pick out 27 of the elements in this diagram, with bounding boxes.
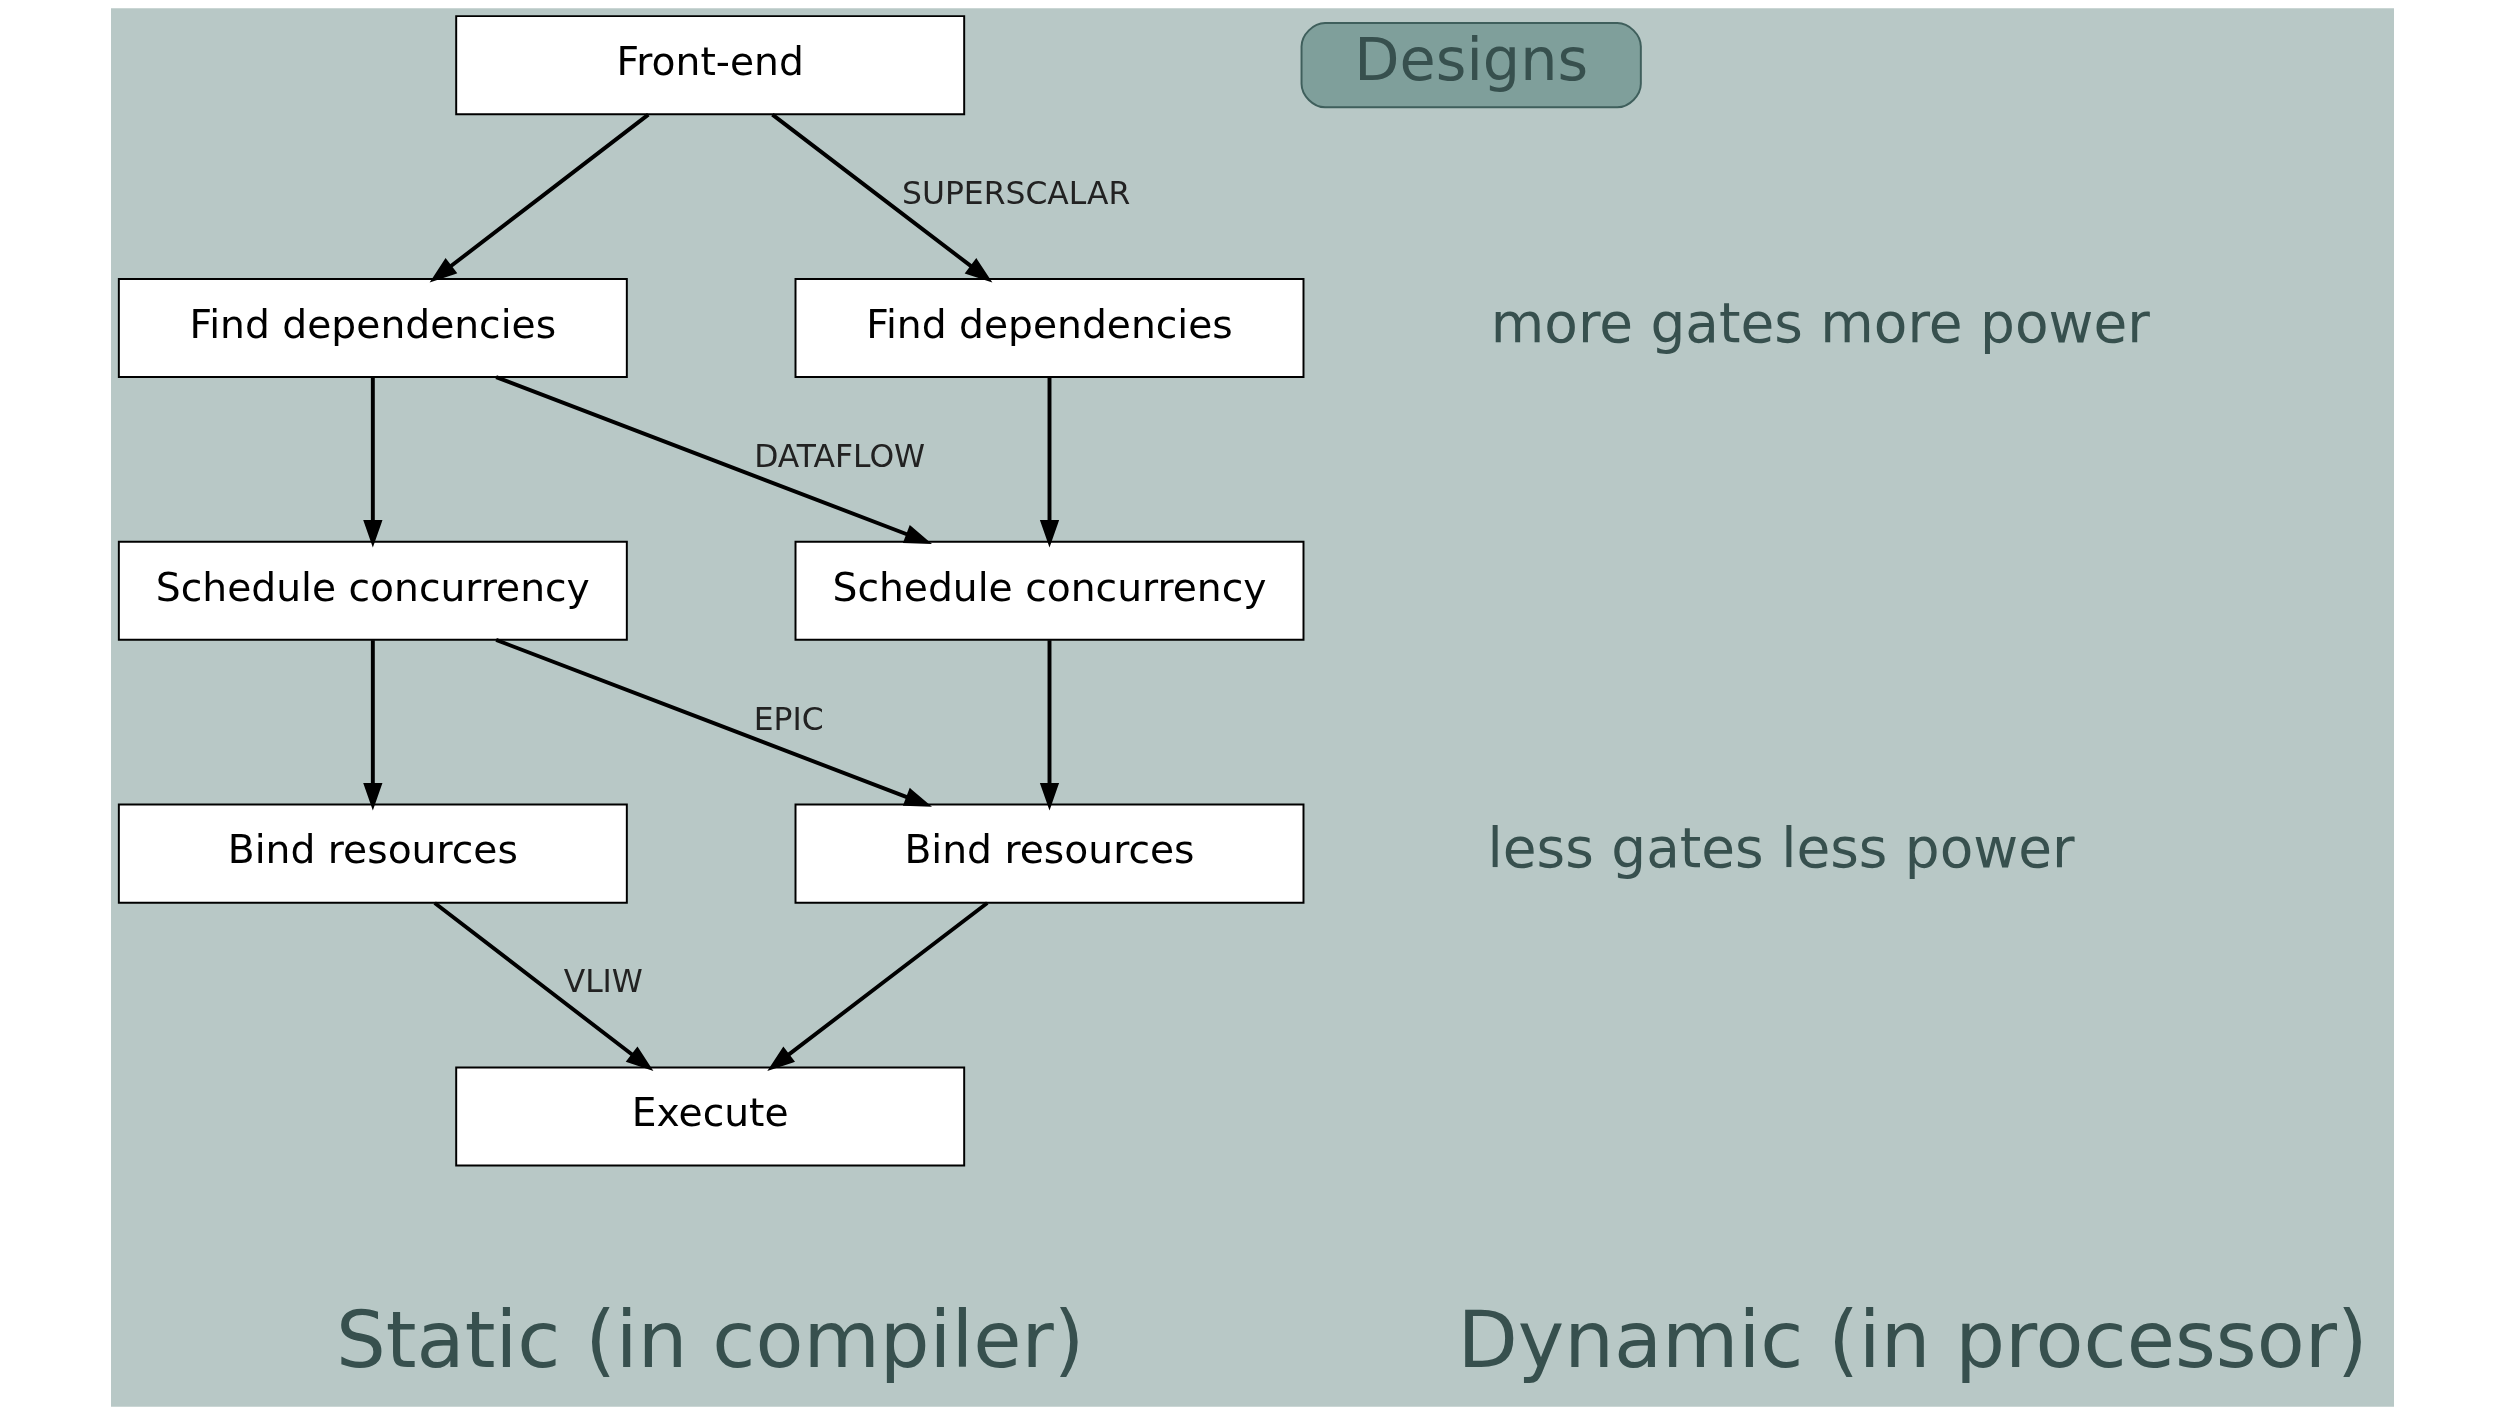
edge-label: SUPERSCALAR xyxy=(901,175,1130,212)
edge-label: VLIW xyxy=(563,963,643,1000)
label: less gates less power xyxy=(1487,816,2075,881)
node-box: Find dependencies xyxy=(117,277,628,378)
arrow xyxy=(766,901,988,1071)
arrow xyxy=(494,638,932,807)
node-box: Execute xyxy=(454,1066,965,1167)
arrow xyxy=(429,113,649,283)
arrow xyxy=(494,375,932,544)
node-box: Front-end xyxy=(454,15,965,116)
arrow xyxy=(1039,640,1059,811)
node-box: Find dependencies xyxy=(794,277,1304,378)
node-box: Schedule concurrency xyxy=(117,540,628,641)
node-box: Schedule concurrency xyxy=(794,540,1304,641)
node-box: Designs xyxy=(1300,22,1642,109)
arrow xyxy=(433,901,653,1071)
arrow xyxy=(770,113,992,283)
arrow xyxy=(1039,377,1059,548)
arrow xyxy=(362,640,382,811)
node-box: Bind resources xyxy=(794,803,1304,904)
label: more gates more power xyxy=(1490,290,2150,355)
edge-label: DATAFLOW xyxy=(753,437,925,474)
arrow xyxy=(362,377,382,548)
edge-label: EPIC xyxy=(753,700,824,737)
label: Static (in compiler) xyxy=(335,1294,1084,1387)
node-box: Bind resources xyxy=(117,803,628,904)
label: Dynamic (in processor) xyxy=(1456,1294,2368,1387)
